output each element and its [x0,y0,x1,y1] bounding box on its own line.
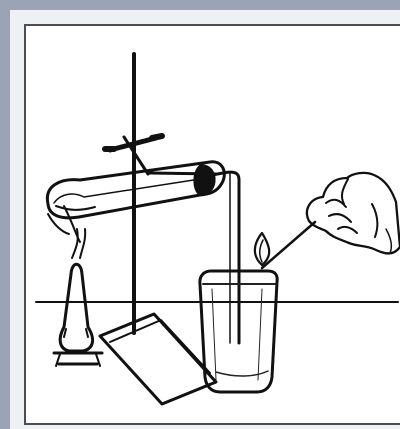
lab-apparatus-diagram [26,26,400,423]
flame [255,233,269,265]
burner [60,264,92,351]
image-panel [10,10,400,429]
delivery-tube [213,172,239,343]
diagram-card [24,24,400,425]
stopper [194,165,215,195]
hand [307,173,400,254]
splint [262,222,315,268]
stand-base [100,314,216,404]
